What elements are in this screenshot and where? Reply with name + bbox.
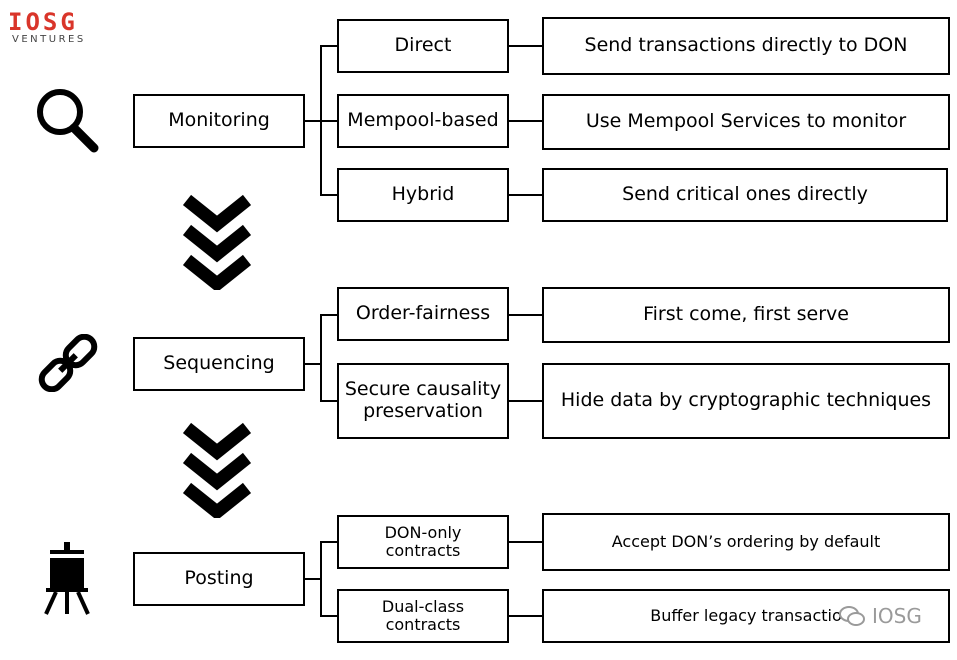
logo-wordmark: IOSG — [8, 8, 78, 36]
connector-line — [320, 45, 339, 47]
description-text: Hide data by cryptographic techniques — [560, 389, 932, 412]
description-direct: Send transactions directly to DON — [542, 17, 950, 75]
description-don-only: Accept DON’s ordering by default — [542, 513, 950, 571]
stage-label: Sequencing — [163, 352, 275, 375]
connector-line — [320, 314, 322, 402]
method-mempool-based: Mempool-based — [337, 94, 509, 148]
connector-line — [320, 194, 339, 196]
connector-line — [507, 45, 544, 47]
description-order-fairness: First come, first serve — [542, 287, 950, 343]
description-dual-class: Buffer legacy transactio — [542, 589, 950, 643]
connector-line — [320, 120, 339, 122]
connector-line — [507, 120, 544, 122]
logo-subtitle: VENTURES — [12, 34, 86, 45]
method-label: Hybrid — [391, 183, 455, 206]
stage-label: Posting — [184, 567, 254, 590]
method-don-only-contracts: DON-only contracts — [337, 515, 509, 569]
stage-label: Monitoring — [168, 109, 270, 132]
watermark: IOSG — [838, 604, 922, 628]
connector-line — [507, 541, 544, 543]
method-label-line2: preservation — [363, 400, 483, 422]
connector-line — [320, 400, 339, 402]
chevron-down-icon — [183, 422, 251, 518]
method-label: Order-fairness — [355, 302, 491, 325]
method-label-line1: Dual-class — [381, 596, 465, 616]
easel-icon — [44, 542, 90, 615]
description-text: Accept DON’s ordering by default — [611, 531, 881, 551]
iosg-ventures-logo: IOSG VENTURES — [8, 10, 118, 46]
method-label-line2: contracts — [385, 541, 461, 560]
wechat-icon — [839, 606, 865, 626]
method-label-line1: DON-only — [384, 522, 462, 542]
watermark-text: IOSG — [872, 604, 922, 628]
connector-line — [507, 194, 544, 196]
connector-line — [507, 314, 544, 316]
stage-posting: Posting — [133, 552, 305, 606]
description-text: Buffer legacy transactio — [650, 605, 842, 625]
method-label: Direct — [394, 34, 452, 57]
description-text: Use Mempool Services to monitor — [585, 110, 907, 133]
connector-line — [507, 400, 544, 402]
connector-line — [320, 615, 339, 617]
connector-line — [320, 541, 322, 617]
method-direct: Direct — [337, 19, 509, 73]
method-order-fairness: Order-fairness — [337, 287, 509, 341]
connector-line — [303, 578, 321, 580]
method-label: Mempool-based — [347, 109, 499, 132]
description-text: Send transactions directly to DON — [584, 34, 908, 57]
method-label-line1: Secure causality — [344, 378, 502, 401]
stage-sequencing: Sequencing — [133, 337, 305, 391]
connector-line — [303, 363, 321, 365]
chain-link-icon — [38, 334, 98, 392]
description-hybrid: Send critical ones directly — [542, 168, 948, 222]
description-secure-causality: Hide data by cryptographic techniques — [542, 363, 950, 439]
description-mempool-based: Use Mempool Services to monitor — [542, 94, 950, 150]
connector-line — [507, 615, 544, 617]
chevron-down-icon — [183, 194, 251, 290]
method-secure-causality-preservation: Secure causality preservation — [337, 363, 509, 439]
connector-line — [320, 541, 339, 543]
description-text: First come, first serve — [643, 303, 849, 326]
connector-line — [320, 314, 339, 316]
method-dual-class-contracts: Dual-class contracts — [337, 589, 509, 643]
method-label-line2: contracts — [385, 615, 461, 634]
method-hybrid: Hybrid — [337, 168, 509, 222]
magnifier-icon — [37, 89, 99, 153]
description-text: Send critical ones directly — [622, 183, 868, 206]
connector-line — [303, 120, 321, 122]
stage-monitoring: Monitoring — [133, 94, 305, 148]
